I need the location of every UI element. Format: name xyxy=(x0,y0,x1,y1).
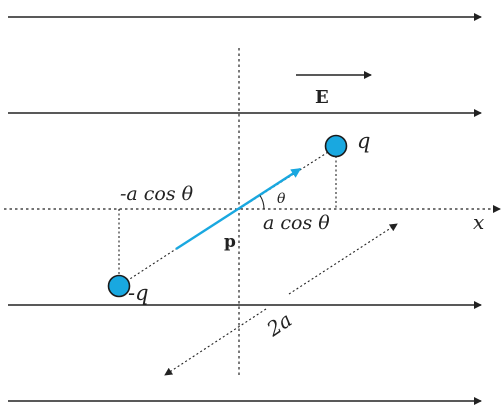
negative-charge xyxy=(107,274,131,298)
dipole-moment-label: p xyxy=(224,232,236,252)
separation-arrow-lower xyxy=(164,308,267,376)
negative-charge-label: -q xyxy=(128,281,149,305)
angle-label: θ xyxy=(277,191,286,207)
dipole-moment-vector xyxy=(175,167,302,251)
angle-arc xyxy=(259,195,265,210)
separation-arrow-upper xyxy=(288,223,398,295)
positive-charge xyxy=(324,134,348,158)
x-axis-label: x xyxy=(473,210,484,234)
negative-projection-label: -a cos θ xyxy=(120,183,194,205)
separation-label: 2a xyxy=(262,307,297,341)
field-label: E xyxy=(315,87,329,108)
positive-projection-label: a cos θ xyxy=(263,212,330,234)
positive-charge-label: q xyxy=(357,129,370,153)
